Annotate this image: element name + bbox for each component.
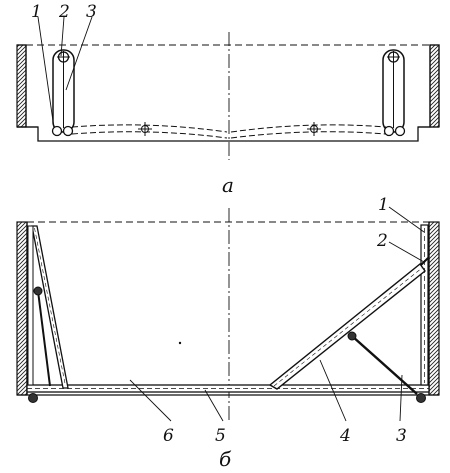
left-floor-panel-dashed bbox=[71, 124, 228, 139]
top-label-1: 1 bbox=[31, 2, 42, 22]
left-support-rod bbox=[37, 290, 51, 387]
right-floor-panel-dashed bbox=[230, 124, 387, 139]
left-inner-rail bbox=[27, 225, 34, 386]
top-left-wall bbox=[16, 44, 27, 128]
side-label-6: 6 bbox=[163, 426, 174, 446]
left-roller-b bbox=[62, 125, 74, 137]
side-label-4: 4 bbox=[339, 426, 351, 446]
left-support-pivot bbox=[33, 286, 43, 296]
support-strut bbox=[351, 335, 418, 395]
side-view: 1 2 3 4 5 6 б bbox=[16, 195, 440, 471]
top-label-2: 2 bbox=[58, 2, 70, 22]
right-wheel bbox=[416, 393, 426, 403]
right-roller-a bbox=[383, 125, 395, 137]
side-right-wall bbox=[428, 221, 440, 396]
top-view: 1 2 3 а bbox=[16, 2, 440, 197]
side-label-2: 2 bbox=[376, 231, 388, 251]
caption-b: б bbox=[219, 447, 232, 471]
side-label-3: 3 bbox=[396, 426, 407, 446]
top-label-3: 3 bbox=[86, 2, 97, 22]
top-right-wall bbox=[429, 44, 440, 128]
left-wheel bbox=[28, 393, 38, 403]
lever-2 bbox=[420, 257, 429, 266]
caption-a: а bbox=[222, 173, 234, 197]
left-panel-hinge bbox=[138, 122, 152, 136]
right-roller-b bbox=[394, 125, 406, 137]
strut-pivot bbox=[347, 331, 357, 341]
side-label-1: 1 bbox=[378, 195, 389, 215]
left-roller-a bbox=[51, 125, 63, 137]
side-label-5: 5 bbox=[215, 426, 226, 446]
side-left-wall bbox=[16, 221, 28, 396]
right-panel-hinge bbox=[307, 122, 321, 136]
inclined-panel bbox=[268, 262, 426, 390]
